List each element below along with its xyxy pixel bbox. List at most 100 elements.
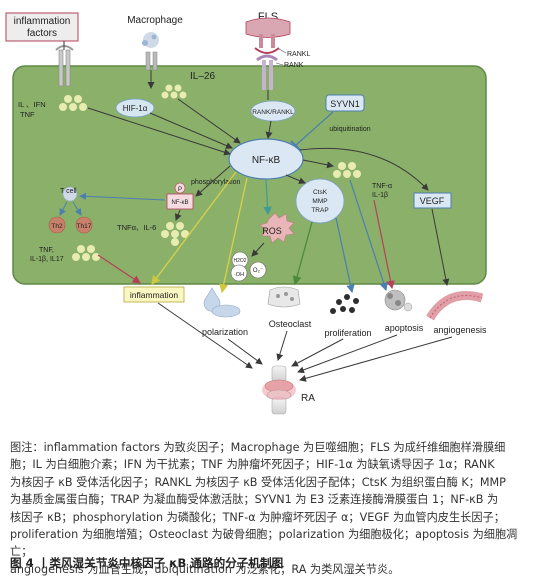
ctsk-mmp-trap-oval [295,178,345,224]
tnf-il-label-2: IL-1β, IL17 [30,256,64,263]
macrophage-icon [142,32,159,71]
inflammation-factors-label-2: factors [27,28,57,39]
ros-label: ROS [262,226,282,236]
arrow-apoptosis-to-ra [297,334,398,374]
cytokine-dots-top-left [59,95,87,111]
th2-label: Th2 [51,223,63,230]
inhibit-syvn1-to-nfkb [295,111,334,146]
o2-bubble [249,261,267,279]
caption-line: proliferation 为细胞增殖；Osteoclast 为破骨细胞；pol… [10,528,518,559]
caption-line: 核因子 κB；phosphorylation 为磷酸化；TNF-α 为肿瘤坏死因… [10,510,505,524]
osteoclast-label: Osteoclast [269,319,312,329]
arrow-tcell-th2 [59,201,68,216]
rank-rankl-label: RANK/RANKL [252,109,294,116]
nfkb-pathway-diagram: inflammation factors Macrophage FLS RANK… [5,11,487,415]
inflammation-factors-box [5,12,79,42]
arrow-il26-to-nfkb [177,98,241,144]
caption-line: 胞；IL 为白细胞介素；IFN 为干扰素；TNF 为肿瘤坏死因子；HIF-1α … [10,458,495,472]
il-ifn-label: IL 、IFN [18,100,46,109]
th2-icon [48,216,66,234]
angiogenesis-label: angiogenesis [433,325,487,335]
p-nfkb-box [166,193,194,210]
arrow-hif-to-nfkb [149,112,233,149]
hif-label: HIF-1α [123,104,148,113]
caption-line: angiogenesis 为血管生成；ubiquitination 为泛素化；R… [10,562,400,576]
o2-label: O₂⁻ [253,268,263,274]
polarization-label: polarization [202,327,248,337]
caption-line: 图注：inflammation factors 为致炎因子；Macrophage… [10,441,506,454]
arrow-vegf-to-angiogenesis [431,208,450,286]
arrow-ctsk-to-proliferation [335,217,355,294]
hif-oval [115,98,155,118]
tnfa-label: TNF-α [372,183,392,190]
arrow-ctsk-to-osteoclast [292,221,313,286]
t-cell-icon [62,186,78,202]
arrow-phospho-to-tnfa [174,209,182,221]
il26-label: IL–26 [190,71,215,82]
apoptosis-icon [384,289,413,312]
figure-title: 图 4 丨类风湿关节炎中核因子 κB 通路的分子机制图 [10,556,284,570]
rankl-pointer [278,48,287,54]
inflammation-factors-label-1: inflammation [14,16,71,27]
phospho-p-icon [174,182,186,194]
nfkb-node [228,138,304,180]
macrophage-label: Macrophage [127,15,183,26]
arrow-angiogenesis-to-ra [299,336,453,382]
arrow-nfkb-to-dots-right [302,159,334,169]
syvn1-label: SYVN1 [330,99,360,109]
apoptosis-label: apoptosis [385,323,424,333]
t-cell-label: T cell [60,188,77,195]
arrow-dots-to-apoptosis [349,179,388,292]
vegf-label: VEGF [420,196,445,206]
ubiquitination-label: ubiquitination [329,126,370,133]
proliferation-label: proliferation [324,328,371,338]
polarization-icon [203,287,241,318]
arrow-nfkb-to-polarization [219,177,248,294]
phosphorylation-label: phosphorylation [191,179,241,186]
arrow-tcell-to-inflammation [97,254,141,284]
vegf-box [413,192,452,209]
arrow-nfkb-to-vegf [299,147,429,191]
oh-label: ·OH [234,272,244,278]
arrow-osteoclast-to-ra [276,330,288,361]
angiogenesis-icon [426,291,484,321]
inflammation-box [123,286,185,303]
osteoclast-icon [267,286,301,308]
p-label: P [178,187,182,193]
arrow-inflammation-to-ra [157,302,253,369]
arrow-nfkb-to-ros [263,179,272,216]
nfkb-label: NF-κB [252,155,281,166]
inhibit-bar [290,140,301,151]
th17-label: Th17 [77,223,92,230]
ctsk-label: CtsK [313,189,328,196]
proliferation-icon [330,294,359,314]
arrow-nfkb-to-inflammation [151,171,237,286]
syvn1-box [325,94,365,112]
arrow-nfkb-to-phospho [195,165,231,197]
arrow-dots-to-nfkb [87,107,231,156]
th17-icon [75,216,93,234]
rank-rankl-oval [250,100,296,122]
rank-label: RANK [284,62,304,69]
ra-joint-icon [262,365,296,415]
oh-bubble [230,264,248,282]
arrow-nfkb-to-ctsk [285,174,306,184]
cytokine-dots-il26 [161,84,187,99]
inflammation-label: inflammation [130,290,178,300]
cytokine-dots-right [333,162,361,178]
ros-burst [259,212,295,244]
rank-receptor-icon [256,54,278,90]
tnf-label: TNF [20,110,35,119]
caption-line: 为基质金属蛋白酶；TRAP 为凝血酶受体激活肽；SYVN1 为 E3 泛素连接酶… [10,493,499,507]
rankl-label: RANKL [287,51,310,58]
arrow-rank-to-nfkb [265,120,273,139]
il1b-label: IL-1β [372,192,388,199]
fls-cell-icon [245,17,291,54]
trap-label: TRAP [311,207,328,214]
arrow-il1b-to-apoptosis [373,199,395,290]
p-nfkb-label: NF-κB [172,200,189,206]
ra-label: RA [301,393,315,404]
caption-line: 为核因子 κB 受体活化因子；RANKL 为核因子 κB 受体活化因子配体；Ct… [10,475,506,489]
arrow-polarization-to-ra [227,338,263,365]
arrow-proliferation-to-ra [291,338,344,367]
